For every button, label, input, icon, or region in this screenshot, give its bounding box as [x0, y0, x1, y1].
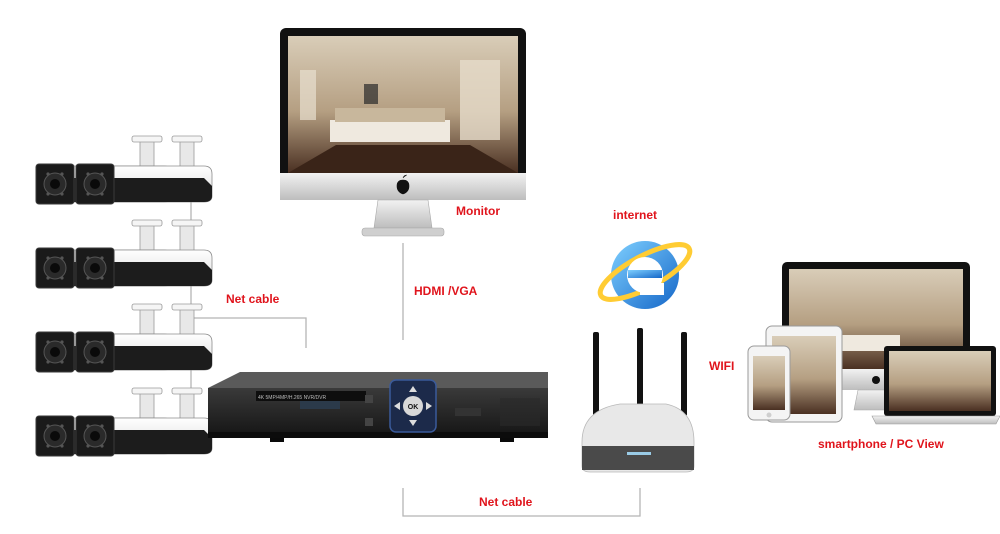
- view-devices: [747, 262, 1000, 425]
- net-cable-label-cameras: Net cable: [226, 292, 280, 306]
- router-icon: [581, 328, 695, 473]
- wifi-label: WIFI: [709, 359, 735, 373]
- monitor-icon: [280, 28, 526, 237]
- internet-label: internet: [613, 208, 658, 222]
- view-devices-label: smartphone / PC View: [818, 437, 944, 451]
- camera-group: [35, 135, 213, 457]
- dvr-ok-label: OK: [408, 404, 419, 411]
- internet-explorer-icon: [597, 241, 693, 309]
- dvr-model-text: 4K 5MP/4MP/H.265 NVR/DVR: [258, 395, 326, 401]
- net-cable-label-bottom: Net cable: [479, 495, 533, 509]
- apple-logo-icon: [396, 174, 410, 195]
- camera-to-dvr-line: [191, 317, 307, 348]
- apple-logo-icon: [872, 376, 880, 384]
- smartphone-icon: [747, 345, 791, 421]
- dvr-to-router-line: [402, 488, 641, 517]
- hdmi-vga-label: HDMI /VGA: [414, 284, 478, 298]
- laptop-icon: [871, 346, 1000, 425]
- dvr-icon: 4K 5MP/4MP/H.265 NVR/DVR OK: [208, 372, 548, 442]
- monitor-label: Monitor: [456, 204, 500, 218]
